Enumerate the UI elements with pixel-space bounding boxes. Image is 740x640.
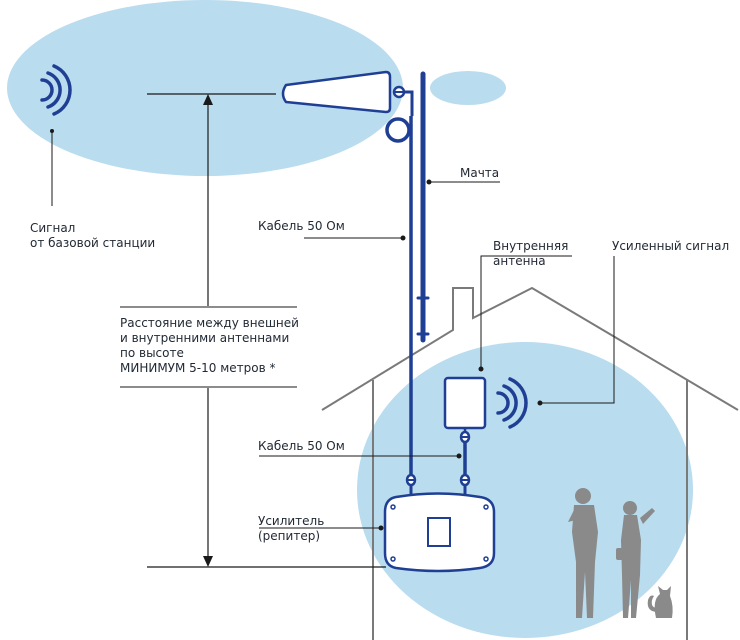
arrowhead-up [203, 94, 213, 105]
house-outline [321, 286, 739, 411]
mast-label: Мачта [460, 166, 500, 180]
indoor-cable-label: Кабель 50 Ом [258, 439, 345, 453]
repeater-icon [383, 473, 496, 573]
amplifier-label-line: Усилитель [258, 514, 325, 528]
distance-label-line: и внутренними антеннами [120, 331, 290, 345]
cat-icon [647, 586, 673, 618]
signal-source-label-line: от базовой станции [30, 236, 156, 250]
signal-source-label-line: Сигнал [30, 221, 76, 235]
outdoor-signal-zone [7, 0, 403, 176]
amplifier-label: Усилитель (репитер) [258, 514, 324, 544]
distance-label-line: МИНИМУМ 5-10 метров * [120, 361, 276, 375]
distance-label: Расстояние между внешней и внутренними а… [120, 316, 299, 376]
signal-waves-icon [496, 377, 528, 429]
indoor-signal-zone [357, 342, 693, 638]
signal-source-label: Сигнал от базовой станции [30, 221, 155, 251]
amplified-signal-leader [540, 256, 615, 404]
person-icon [616, 501, 655, 618]
indoor-antenna-label: Внутренняя антенна [493, 239, 568, 269]
distance-label-line: по высоте [120, 346, 184, 360]
indoor-antenna-label-line: Внутренняя [493, 239, 569, 253]
amplifier-label-line: (репитер) [258, 529, 320, 543]
indoor-antenna-leader [480, 255, 572, 369]
arrowhead-down [203, 556, 213, 567]
signal-waves-icon [40, 64, 72, 116]
antenna-signal-bubble [430, 71, 506, 105]
amplified-signal-label: Усиленный сигнал [612, 239, 730, 253]
person-icon [568, 488, 598, 618]
mast [416, 71, 430, 343]
directional-antenna-icon [281, 70, 414, 116]
cable-coil [385, 117, 411, 143]
indoor-antenna-icon [443, 376, 487, 444]
outdoor-cable-label: Кабель 50 Ом [258, 219, 345, 233]
distance-label-line: Расстояние между внешней [120, 316, 299, 330]
indoor-antenna-label-line: антенна [493, 254, 546, 268]
